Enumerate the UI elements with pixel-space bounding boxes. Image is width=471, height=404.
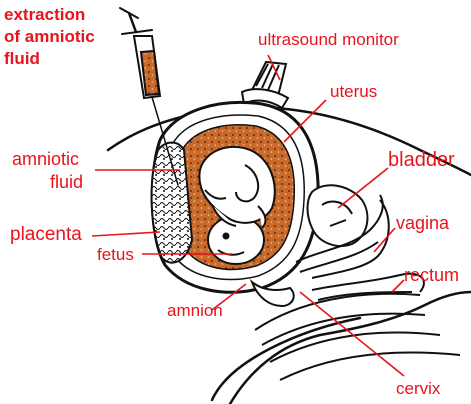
- label-ultrasound-monitor: ultrasound monitor: [258, 31, 399, 48]
- label-vagina: vagina: [396, 214, 449, 232]
- label-rectum: rectum: [404, 266, 459, 284]
- cervix: [252, 282, 294, 306]
- ultrasound-probe: [242, 62, 288, 108]
- thigh-lines: [255, 294, 460, 380]
- title-line-3: fluid: [4, 50, 40, 67]
- label-fetus: fetus: [97, 246, 134, 263]
- title-line-2: of amniotic: [4, 28, 95, 45]
- label-bladder: bladder: [388, 150, 455, 170]
- label-cervix: cervix: [396, 380, 440, 397]
- bladder: [308, 185, 368, 246]
- label-amnion: amnion: [167, 302, 223, 319]
- fetus: [199, 147, 274, 264]
- title-line-1: extraction: [4, 6, 85, 23]
- placenta: [152, 143, 192, 263]
- label-uterus: uterus: [330, 83, 377, 100]
- label-placenta: placenta: [10, 225, 82, 244]
- label-amniotic-fluid-line1: amniotic: [12, 150, 79, 168]
- label-amniotic-fluid-line2: fluid: [50, 173, 83, 191]
